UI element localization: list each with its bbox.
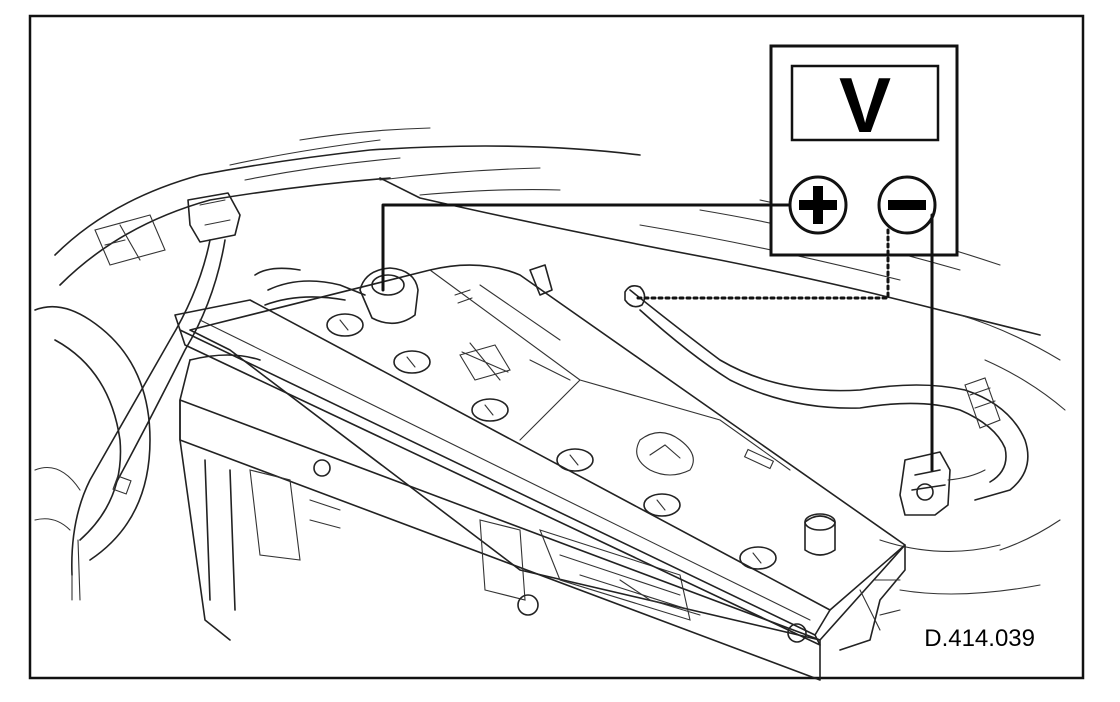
voltmeter: V + −: [769, 44, 959, 257]
engine-bay-background: [34, 127, 1066, 616]
figure-reference-code: D.414.039: [924, 625, 1035, 652]
test-leads: [381, 203, 934, 472]
voltmeter-display-label: V: [839, 61, 891, 149]
battery-body: [174, 264, 906, 681]
positive-terminal: [254, 264, 553, 325]
plus-icon: [799, 186, 837, 224]
disposal-symbol: [459, 342, 511, 381]
minus-icon: [888, 200, 926, 210]
voltmeter-display: [790, 64, 940, 142]
alternative-test-lead: [633, 228, 890, 300]
figure-frame: [28, 14, 1085, 680]
cell-caps: [326, 313, 777, 570]
recycling-symbol: [636, 431, 694, 476]
positive-test-lead: [381, 203, 792, 292]
